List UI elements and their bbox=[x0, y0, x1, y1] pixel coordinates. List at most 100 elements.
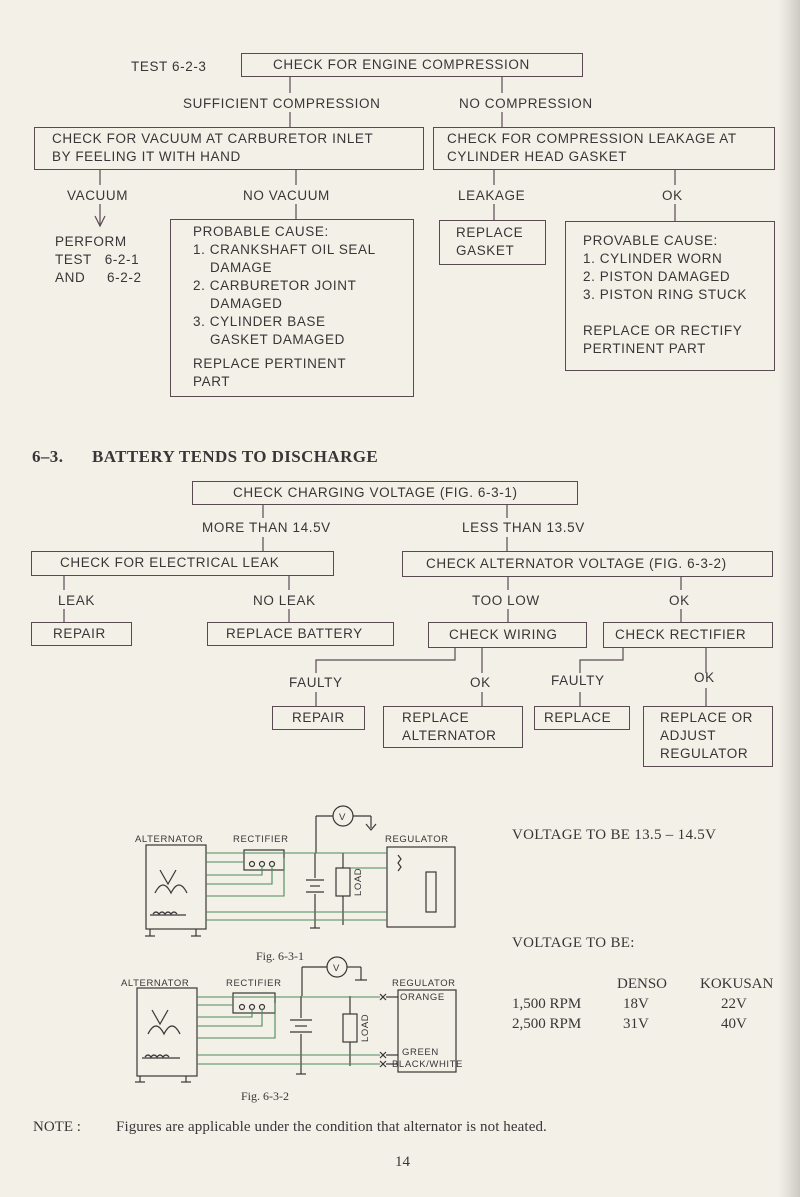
perform-line-2: TEST 6-2-1 bbox=[55, 252, 140, 267]
fig2-rectifier-label: RECTIFIER bbox=[226, 978, 282, 989]
replace-gasket-line-2: GASKET bbox=[456, 243, 515, 258]
replace-gasket-box: REPLACE GASKET bbox=[439, 220, 546, 265]
provable-cause-box: PROVABLE CAUSE: 1. CYLINDER WORN 2. PIST… bbox=[565, 221, 775, 371]
probable-cause-item-3: 3. CYLINDER BASE bbox=[193, 314, 326, 329]
check-compression-box: CHECK FOR ENGINE COMPRESSION bbox=[241, 53, 583, 77]
provable-cause-item-3: 3. PISTON RING STUCK bbox=[583, 287, 748, 302]
probable-cause-box: PROBABLE CAUSE: 1. CRANKSHAFT OIL SEAL D… bbox=[170, 219, 414, 397]
alternator-voltage-text: CHECK ALTERNATOR VOLTAGE (FIG. 6-3-2) bbox=[426, 556, 727, 571]
provable-cause-item-1: 1. CYLINDER WORN bbox=[583, 251, 723, 266]
note-label: NOTE : bbox=[33, 1119, 81, 1135]
probable-cause-title: PROBABLE CAUSE: bbox=[193, 224, 329, 239]
replace-alternator-line-1: REPLACE bbox=[402, 710, 470, 725]
ok-label-1: OK bbox=[470, 675, 491, 690]
note-text: Figures are applicable under the conditi… bbox=[116, 1119, 547, 1135]
fig1-load-label: LOAD bbox=[353, 868, 364, 896]
leak-label: LEAK bbox=[58, 593, 95, 608]
section-number: 6–3. bbox=[32, 447, 64, 466]
probable-cause-item-3b: GASKET DAMAGED bbox=[210, 332, 345, 347]
leak-check-box: CHECK FOR COMPRESSION LEAKAGE AT CYLINDE… bbox=[433, 127, 775, 170]
probable-cause-item-1: 1. CRANKSHAFT OIL SEAL bbox=[193, 242, 376, 257]
check-wiring-text: CHECK WIRING bbox=[449, 627, 558, 642]
page-edge-shadow bbox=[778, 0, 800, 1197]
test-reference: TEST 6-2-3 bbox=[131, 59, 207, 74]
replace-regulator-line-3: REGULATOR bbox=[660, 746, 749, 761]
electrical-leak-text: CHECK FOR ELECTRICAL LEAK bbox=[60, 555, 280, 570]
vacuum-check-line-2: BY FEELING IT WITH HAND bbox=[52, 149, 241, 164]
check-charging-text: CHECK CHARGING VOLTAGE (FIG. 6-3-1) bbox=[233, 485, 518, 500]
section-heading: BATTERY TENDS TO DISCHARGE bbox=[92, 447, 379, 466]
probable-cause-item-2: 2. CARBURETOR JOINT bbox=[193, 278, 357, 293]
provable-cause-item-2: 2. PISTON DAMAGED bbox=[583, 269, 731, 284]
fig2-regulator-label: REGULATOR bbox=[392, 978, 456, 989]
table-row-1-denso: 18V bbox=[623, 996, 649, 1012]
sufficient-compression-label: SUFFICIENT COMPRESSION bbox=[183, 96, 381, 111]
fig2-caption: Fig. 6-3-2 bbox=[241, 1089, 289, 1103]
page-number: 14 bbox=[395, 1154, 410, 1170]
table-row-2-rpm: 2,500 RPM bbox=[512, 1016, 582, 1032]
fig2-alternator-label: ALTERNATOR bbox=[121, 978, 189, 989]
voltage-to-be: VOLTAGE TO BE: bbox=[512, 935, 635, 951]
table-header-kokusan: KOKUSAN bbox=[700, 976, 774, 992]
vacuum-label: VACUUM bbox=[67, 188, 129, 203]
ok-label-b: OK bbox=[669, 593, 690, 608]
table-row-1-kokusan: 22V bbox=[721, 996, 747, 1012]
repair-text: REPAIR bbox=[53, 626, 106, 641]
provable-cause-action-1: REPLACE OR RECTIFY bbox=[583, 323, 743, 338]
replace-regulator-box: REPLACE OR ADJUST REGULATOR bbox=[643, 706, 773, 767]
replace-gasket-line-1: REPLACE bbox=[456, 225, 524, 240]
no-compression-label: NO COMPRESSION bbox=[459, 96, 593, 111]
fig2-voltmeter-label: V bbox=[333, 963, 340, 974]
fig2-orange-label: ORANGE bbox=[400, 992, 445, 1003]
fig1-voltmeter-label: V bbox=[339, 812, 346, 823]
table-header-denso: DENSO bbox=[617, 976, 668, 992]
vacuum-check-box: CHECK FOR VACUUM AT CARBURETOR INLET BY … bbox=[34, 127, 424, 170]
check-rectifier-box: CHECK RECTIFIER bbox=[603, 622, 773, 648]
probable-cause-action-2: PART bbox=[193, 374, 231, 389]
replace-alternator-line-2: ALTERNATOR bbox=[402, 728, 497, 743]
ok-label-2: OK bbox=[694, 670, 715, 685]
check-charging-box: CHECK CHARGING VOLTAGE (FIG. 6-3-1) bbox=[192, 481, 578, 505]
less-than-label: LESS THAN 13.5V bbox=[462, 520, 585, 535]
perform-line-3: AND 6-2-2 bbox=[55, 270, 142, 285]
leakage-label: LEAKAGE bbox=[458, 188, 526, 203]
faulty-label-1: FAULTY bbox=[289, 675, 343, 690]
replace-regulator-line-2: ADJUST bbox=[660, 728, 717, 743]
leak-check-line-1: CHECK FOR COMPRESSION LEAKAGE AT bbox=[447, 131, 737, 146]
provable-cause-action-2: PERTINENT PART bbox=[583, 341, 706, 356]
provable-cause-title: PROVABLE CAUSE: bbox=[583, 233, 718, 248]
repair-box-2: REPAIR bbox=[272, 706, 365, 730]
check-compression-text: CHECK FOR ENGINE COMPRESSION bbox=[273, 57, 530, 72]
replace-battery-text: REPLACE BATTERY bbox=[226, 626, 363, 641]
no-vacuum-label: NO VACUUM bbox=[243, 188, 330, 203]
replace-regulator-line-1: REPLACE OR bbox=[660, 710, 754, 725]
replace-battery-box: REPLACE BATTERY bbox=[207, 622, 394, 646]
repair-text-2: REPAIR bbox=[292, 710, 345, 725]
check-wiring-box: CHECK WIRING bbox=[428, 622, 587, 648]
table-row-2-denso: 31V bbox=[623, 1016, 649, 1032]
fig1-rectifier-label: RECTIFIER bbox=[233, 834, 289, 845]
check-rectifier-text: CHECK RECTIFIER bbox=[615, 627, 747, 642]
vacuum-check-line-1: CHECK FOR VACUUM AT CARBURETOR INLET bbox=[52, 131, 374, 146]
electrical-leak-box: CHECK FOR ELECTRICAL LEAK bbox=[31, 551, 334, 576]
fig1-alternator-label: ALTERNATOR bbox=[135, 834, 203, 845]
probable-cause-item-1b: DAMAGE bbox=[210, 260, 273, 275]
fig2-load-label: LOAD bbox=[360, 1014, 371, 1042]
faulty-label-2: FAULTY bbox=[551, 673, 605, 688]
replace-box: REPLACE bbox=[534, 706, 630, 730]
probable-cause-item-2b: DAMAGED bbox=[210, 296, 283, 311]
table-row-1-rpm: 1,500 RPM bbox=[512, 996, 582, 1012]
table-row-2-kokusan: 40V bbox=[721, 1016, 747, 1032]
replace-alternator-box: REPLACE ALTERNATOR bbox=[383, 706, 523, 748]
repair-box: REPAIR bbox=[31, 622, 132, 646]
alternator-voltage-box: CHECK ALTERNATOR VOLTAGE (FIG. 6-3-2) bbox=[402, 551, 773, 577]
fig2-black-white-label: BLACK/WHITE bbox=[392, 1059, 463, 1070]
perform-line-1: PERFORM bbox=[55, 234, 127, 249]
voltage-note: VOLTAGE TO BE 13.5 – 14.5V bbox=[512, 827, 717, 843]
leak-check-line-2: CYLINDER HEAD GASKET bbox=[447, 149, 628, 164]
fig2-green-label: GREEN bbox=[402, 1047, 439, 1058]
